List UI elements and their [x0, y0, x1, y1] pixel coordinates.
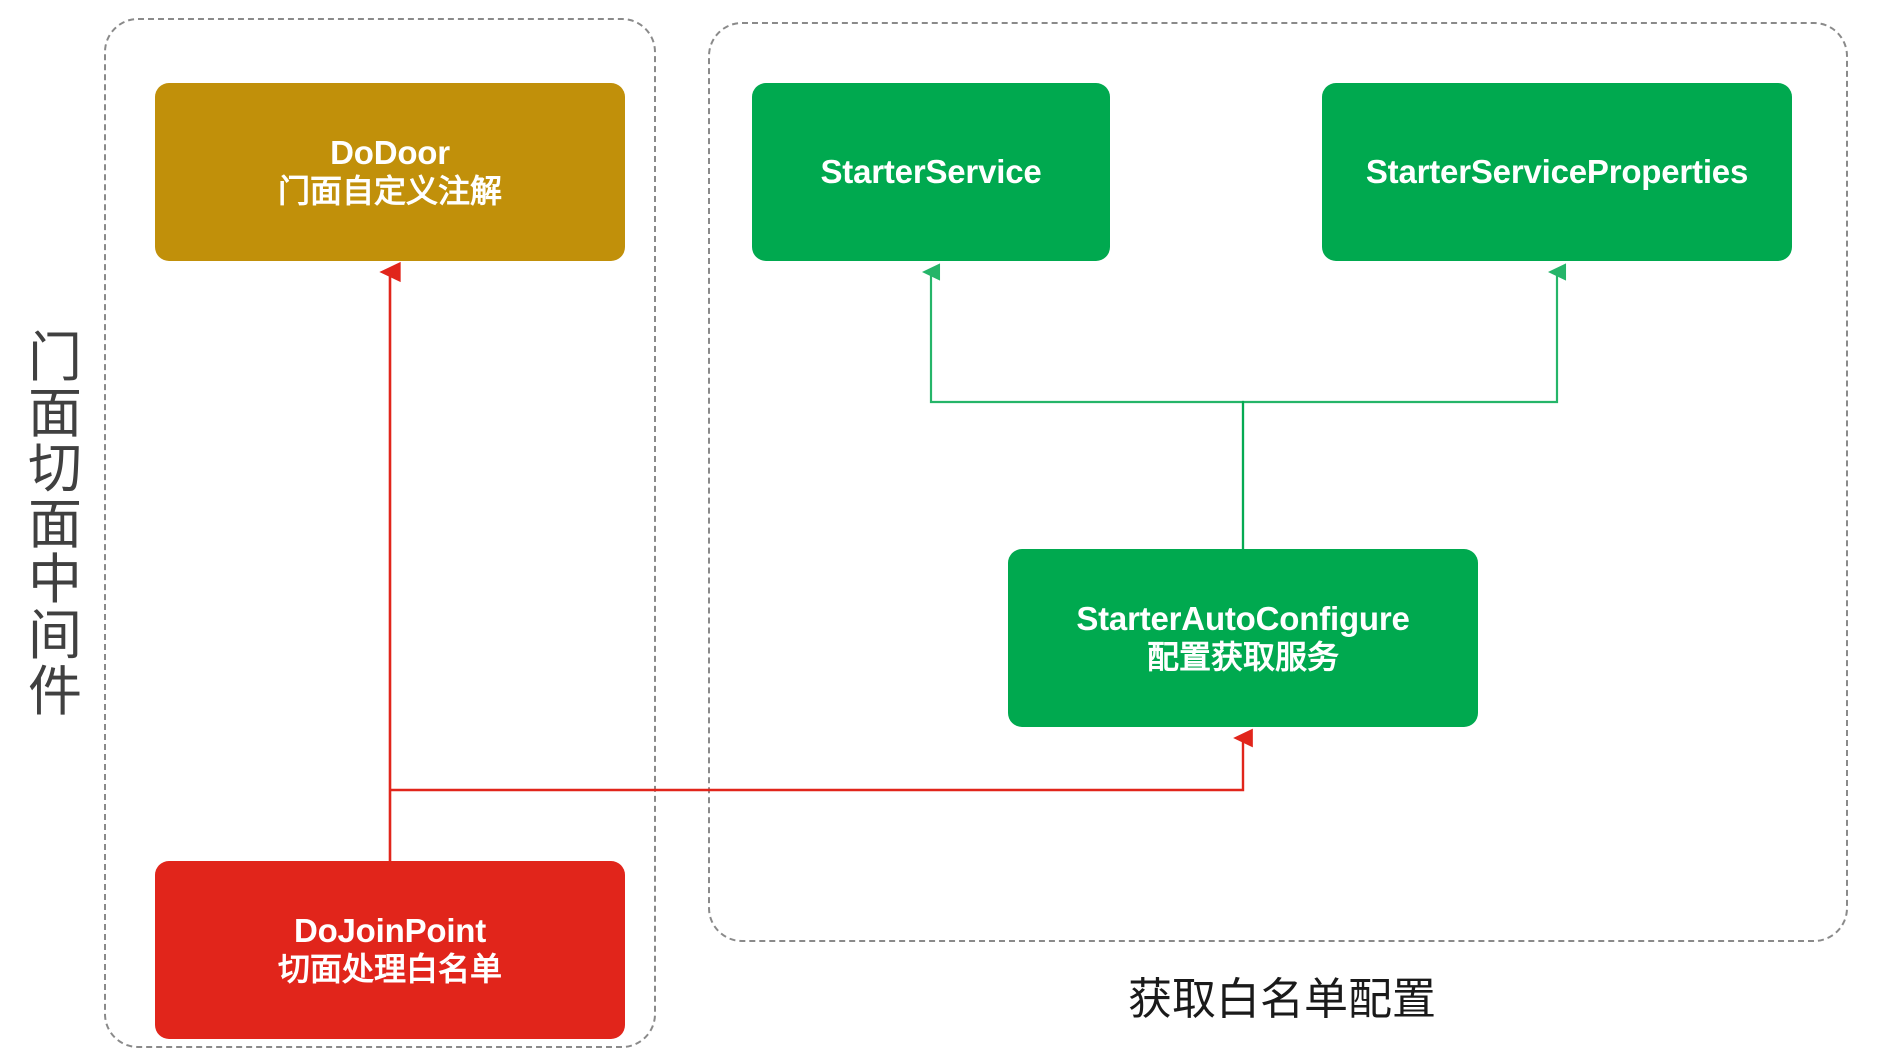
node-dodoor-subtitle: 门面自定义注解	[277, 171, 502, 210]
side-label-facade-aspect-middleware: 门面切面中间件	[28, 326, 82, 723]
group-container-facade-aspect-middleware	[104, 18, 656, 1048]
node-starterserviceproperties[interactable]: StarterServiceProperties	[1322, 83, 1792, 261]
node-starterservice-title: StarterService	[820, 152, 1042, 190]
group-container-whitelist-config	[708, 22, 1848, 942]
node-dojoinpoint-subtitle: 切面处理白名单	[277, 949, 502, 988]
node-starterautoconfigure-title: StarterAutoConfigure	[1076, 600, 1410, 638]
node-starterautoconfigure[interactable]: StarterAutoConfigure 配置获取服务	[1008, 549, 1478, 727]
node-dojoinpoint-title: DoJoinPoint	[293, 912, 487, 950]
node-starterserviceproperties-title: StarterServiceProperties	[1365, 152, 1749, 190]
node-starterautoconfigure-subtitle: 配置获取服务	[1146, 637, 1339, 676]
caption-whitelist-config: 获取白名单配置	[1128, 974, 1436, 1025]
node-dodoor[interactable]: DoDoor 门面自定义注解	[155, 83, 625, 261]
node-starterservice[interactable]: StarterService	[752, 83, 1110, 261]
node-dodoor-title: DoDoor	[330, 134, 450, 172]
node-dojoinpoint[interactable]: DoJoinPoint 切面处理白名单	[155, 861, 625, 1039]
